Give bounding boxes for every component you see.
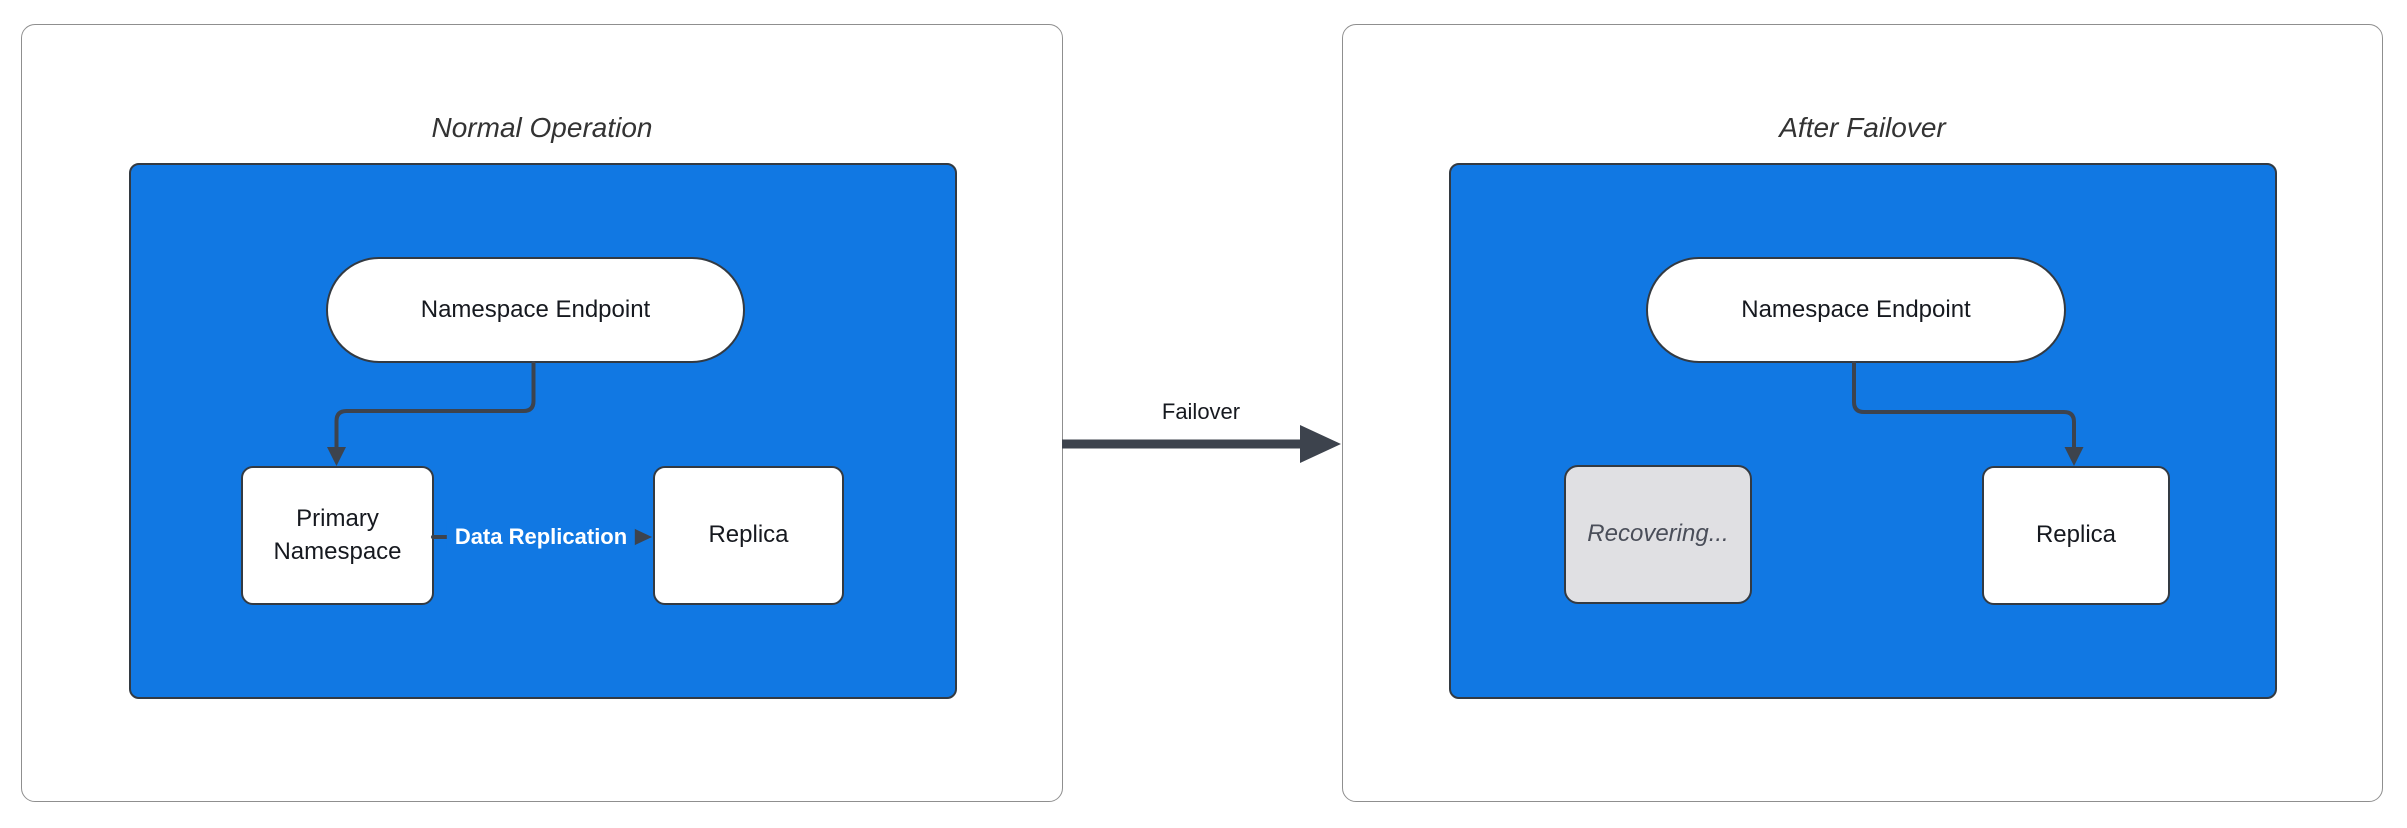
cluster-normal-operation: Namespace Endpoint Primary Namespace Rep… [129, 163, 957, 699]
failover-label: Failover [1157, 399, 1245, 425]
panel-after-failover: After Failover Namespace Endpoint Recove… [1342, 24, 2383, 802]
node-replica-left-label: Replica [708, 521, 789, 549]
failover-arrowhead-icon [1300, 425, 1341, 463]
cluster-after-failover: Namespace Endpoint Recovering... Replica [1449, 163, 2277, 699]
node-namespace-endpoint: Namespace Endpoint [326, 257, 745, 363]
node-primary-namespace: Primary Namespace [241, 466, 434, 605]
node-primary-namespace-label: Primary Namespace [273, 505, 402, 565]
node-replica-right-label: Replica [2035, 521, 2117, 549]
node-namespace-endpoint-label: Namespace Endpoint [420, 295, 651, 323]
panel-title-normal-operation: Normal Operation [431, 112, 653, 143]
panel-title-after-failover: After Failover [1779, 112, 1946, 143]
node-replica-left: Replica [653, 466, 844, 605]
node-namespace-endpoint-right-label: Namespace Endpoint [1741, 295, 1971, 323]
node-namespace-endpoint-right: Namespace Endpoint [1646, 257, 2066, 363]
node-replica-right: Replica [1982, 466, 2170, 605]
node-recovering: Recovering... [1564, 465, 1752, 604]
panel-normal-operation: Normal Operation Namespace Endpoint Prim… [21, 24, 1063, 802]
data-replication-label: Data Replication [446, 521, 636, 553]
node-recovering-label: Recovering... [1587, 520, 1729, 548]
